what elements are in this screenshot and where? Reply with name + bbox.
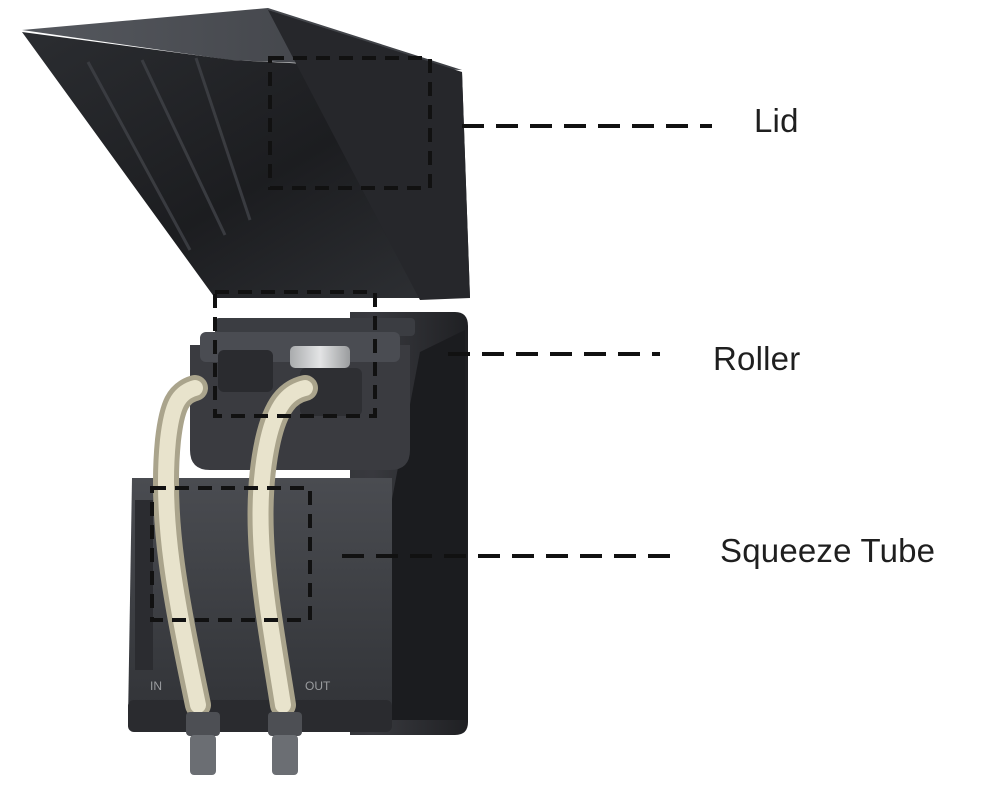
roller-body [300, 368, 362, 416]
roller-clip [218, 350, 273, 392]
inlet-fitting-stem [190, 735, 216, 775]
lid-ribs [86, 57, 252, 251]
roller-label: Roller [713, 340, 801, 377]
leader-lines [342, 124, 712, 558]
roller-highlight-box [213, 290, 377, 418]
squeeze-tube-highlight-box [150, 486, 312, 622]
inlet-fitting [186, 712, 220, 736]
box-bottom-rim [128, 700, 392, 732]
outlet-fitting-stem [272, 735, 298, 775]
lid-label: Lid [754, 102, 799, 139]
lid [22, 8, 470, 300]
squeeze-tubes [152, 375, 318, 718]
outlet-fitting [268, 712, 302, 736]
highlight-boxes [150, 56, 432, 622]
box-left-slot [135, 500, 153, 670]
lid-hinge [215, 318, 415, 336]
outlet-port-label: OUT [305, 679, 331, 693]
inlet-port-label: IN [150, 679, 162, 693]
tube-outlet-highlight [252, 380, 313, 713]
tube-fittings [186, 712, 302, 775]
tube-inlet-highlight [157, 380, 206, 713]
squeeze-tube-label: Squeeze Tube [720, 532, 936, 569]
roller-shaft [290, 346, 350, 368]
lid-side-panel [268, 10, 470, 300]
lid-highlight-box [268, 56, 432, 190]
